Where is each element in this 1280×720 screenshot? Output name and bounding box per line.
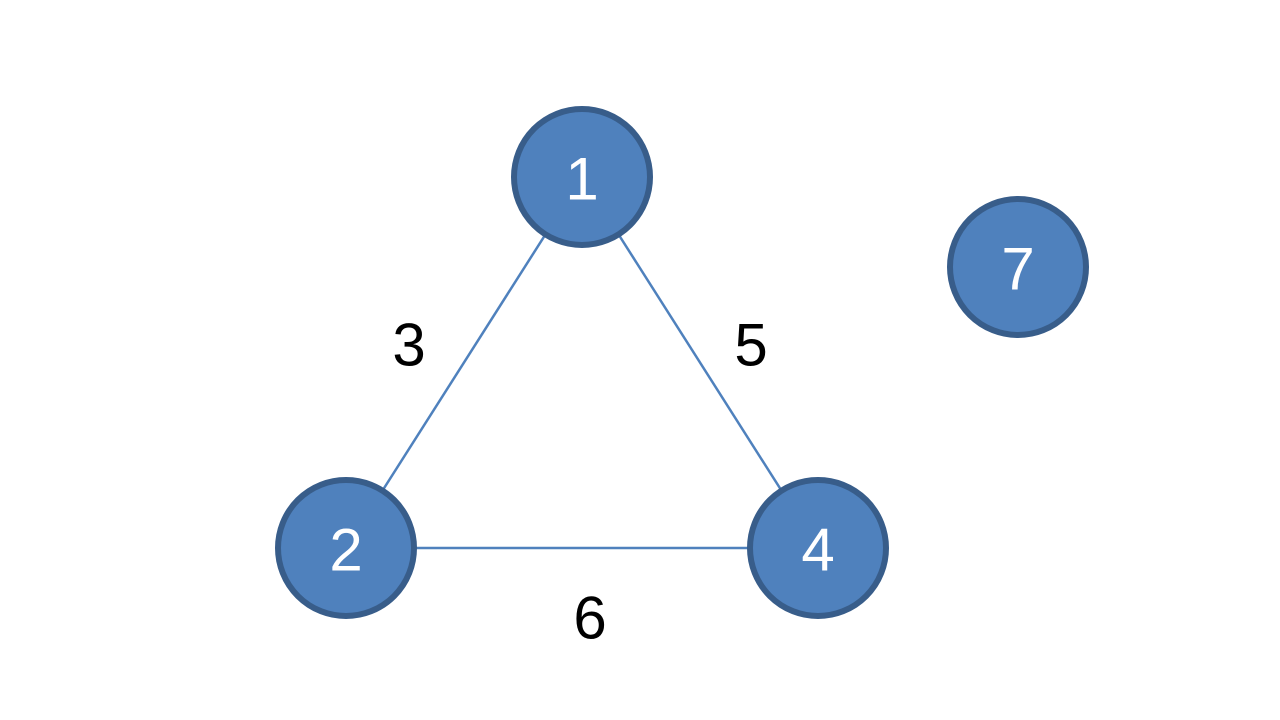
node-4: 4 <box>747 477 889 619</box>
nodes-layer: 1 2 4 7 <box>275 106 1089 619</box>
node-2: 2 <box>275 477 417 619</box>
node-1: 1 <box>511 106 653 248</box>
node-7: 7 <box>947 196 1089 338</box>
node-label-2: 2 <box>329 517 362 584</box>
edges-layer <box>344 176 820 550</box>
edge-1-2 <box>344 176 584 549</box>
edge-labels-layer: 3 5 6 <box>392 312 767 652</box>
node-circle-2 <box>275 477 417 619</box>
edge-1-4 <box>580 176 820 549</box>
edge-weight-2-4: 6 <box>573 585 606 652</box>
node-label-1: 1 <box>565 146 598 213</box>
node-label-7: 7 <box>1001 236 1034 303</box>
node-circle-1 <box>511 106 653 248</box>
node-circle-4 <box>747 477 889 619</box>
node-circle-7 <box>947 196 1089 338</box>
node-label-4: 4 <box>801 517 834 584</box>
edge-weight-1-4: 5 <box>734 312 767 379</box>
edge-weight-1-2: 3 <box>392 312 425 379</box>
